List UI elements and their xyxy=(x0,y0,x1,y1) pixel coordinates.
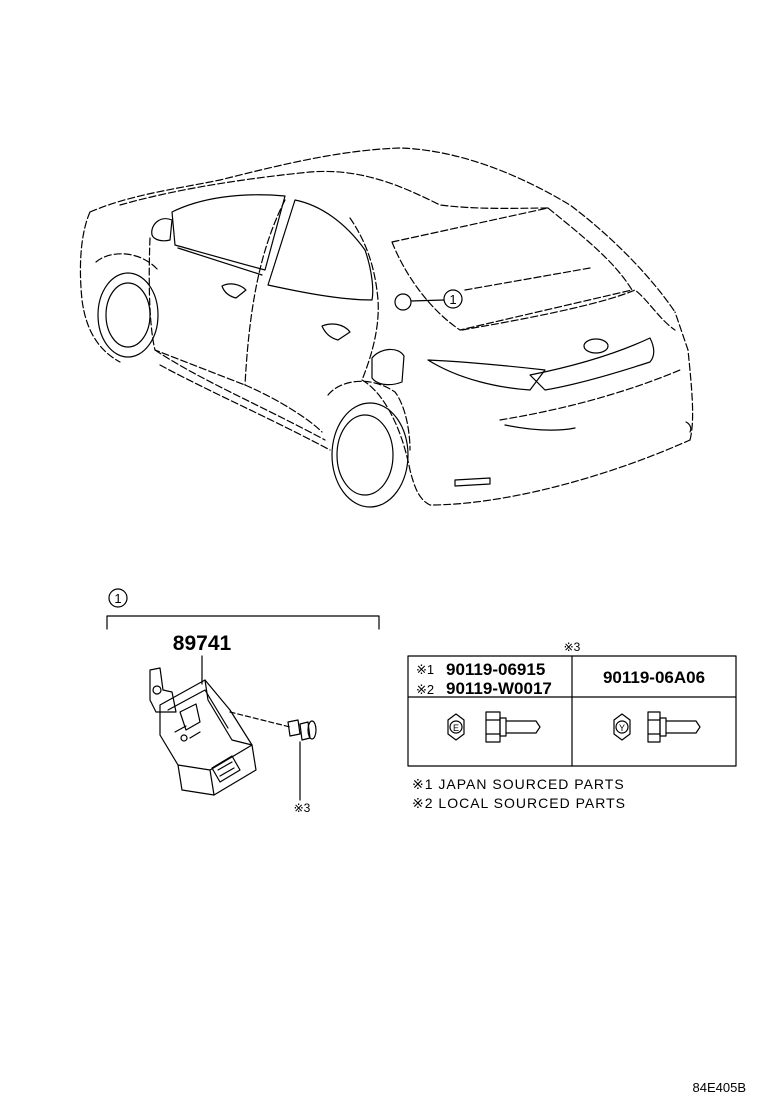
bolt-head-letter-left: E xyxy=(453,723,459,733)
car-callout: 1 xyxy=(394,289,463,311)
bolt-head-letter-right: Y xyxy=(619,723,625,733)
bolt-side-icon-left xyxy=(485,711,541,743)
callout-number-on-car: 1 xyxy=(449,292,456,307)
callout-circle-on-car xyxy=(443,289,463,309)
bolt-table-part-1: 90119-06915 xyxy=(446,660,545,679)
bolt-side-icon-right xyxy=(647,711,701,743)
car-illustration xyxy=(79,147,694,508)
assembly-callout-number: 1 xyxy=(114,591,121,606)
bolt-head-icon-left: E xyxy=(447,713,465,741)
bolt-drawing xyxy=(287,719,317,801)
bolt-table: ※3 ※1 90119-06915 ※2 90119-W0017 90119-0… xyxy=(407,640,737,767)
assembly-bracket xyxy=(106,615,380,630)
bolt-table-part-right: 90119-06A06 xyxy=(603,668,705,687)
assembly-callout-circle xyxy=(108,588,128,608)
ecu-module-drawing xyxy=(149,667,291,796)
bolt-head-icon-right: Y xyxy=(613,713,631,741)
bolt-table-part-2: 90119-W0017 xyxy=(446,679,552,698)
bolt-table-mark-2: ※2 xyxy=(416,682,434,697)
assembly-group: 1 xyxy=(106,588,380,630)
part-number-label: 89741 xyxy=(173,632,232,655)
bolt-table-mark-1: ※1 xyxy=(416,662,434,677)
bolt-ref-mark: ※3 xyxy=(294,801,311,815)
note-japan-sourced: ※1 JAPAN SOURCED PARTS xyxy=(412,776,625,792)
bolt-table-ref-mark: ※3 xyxy=(564,640,581,654)
note-local-sourced: ※2 LOCAL SOURCED PARTS xyxy=(412,795,626,811)
diagram-code: 84E405B xyxy=(693,1080,747,1095)
